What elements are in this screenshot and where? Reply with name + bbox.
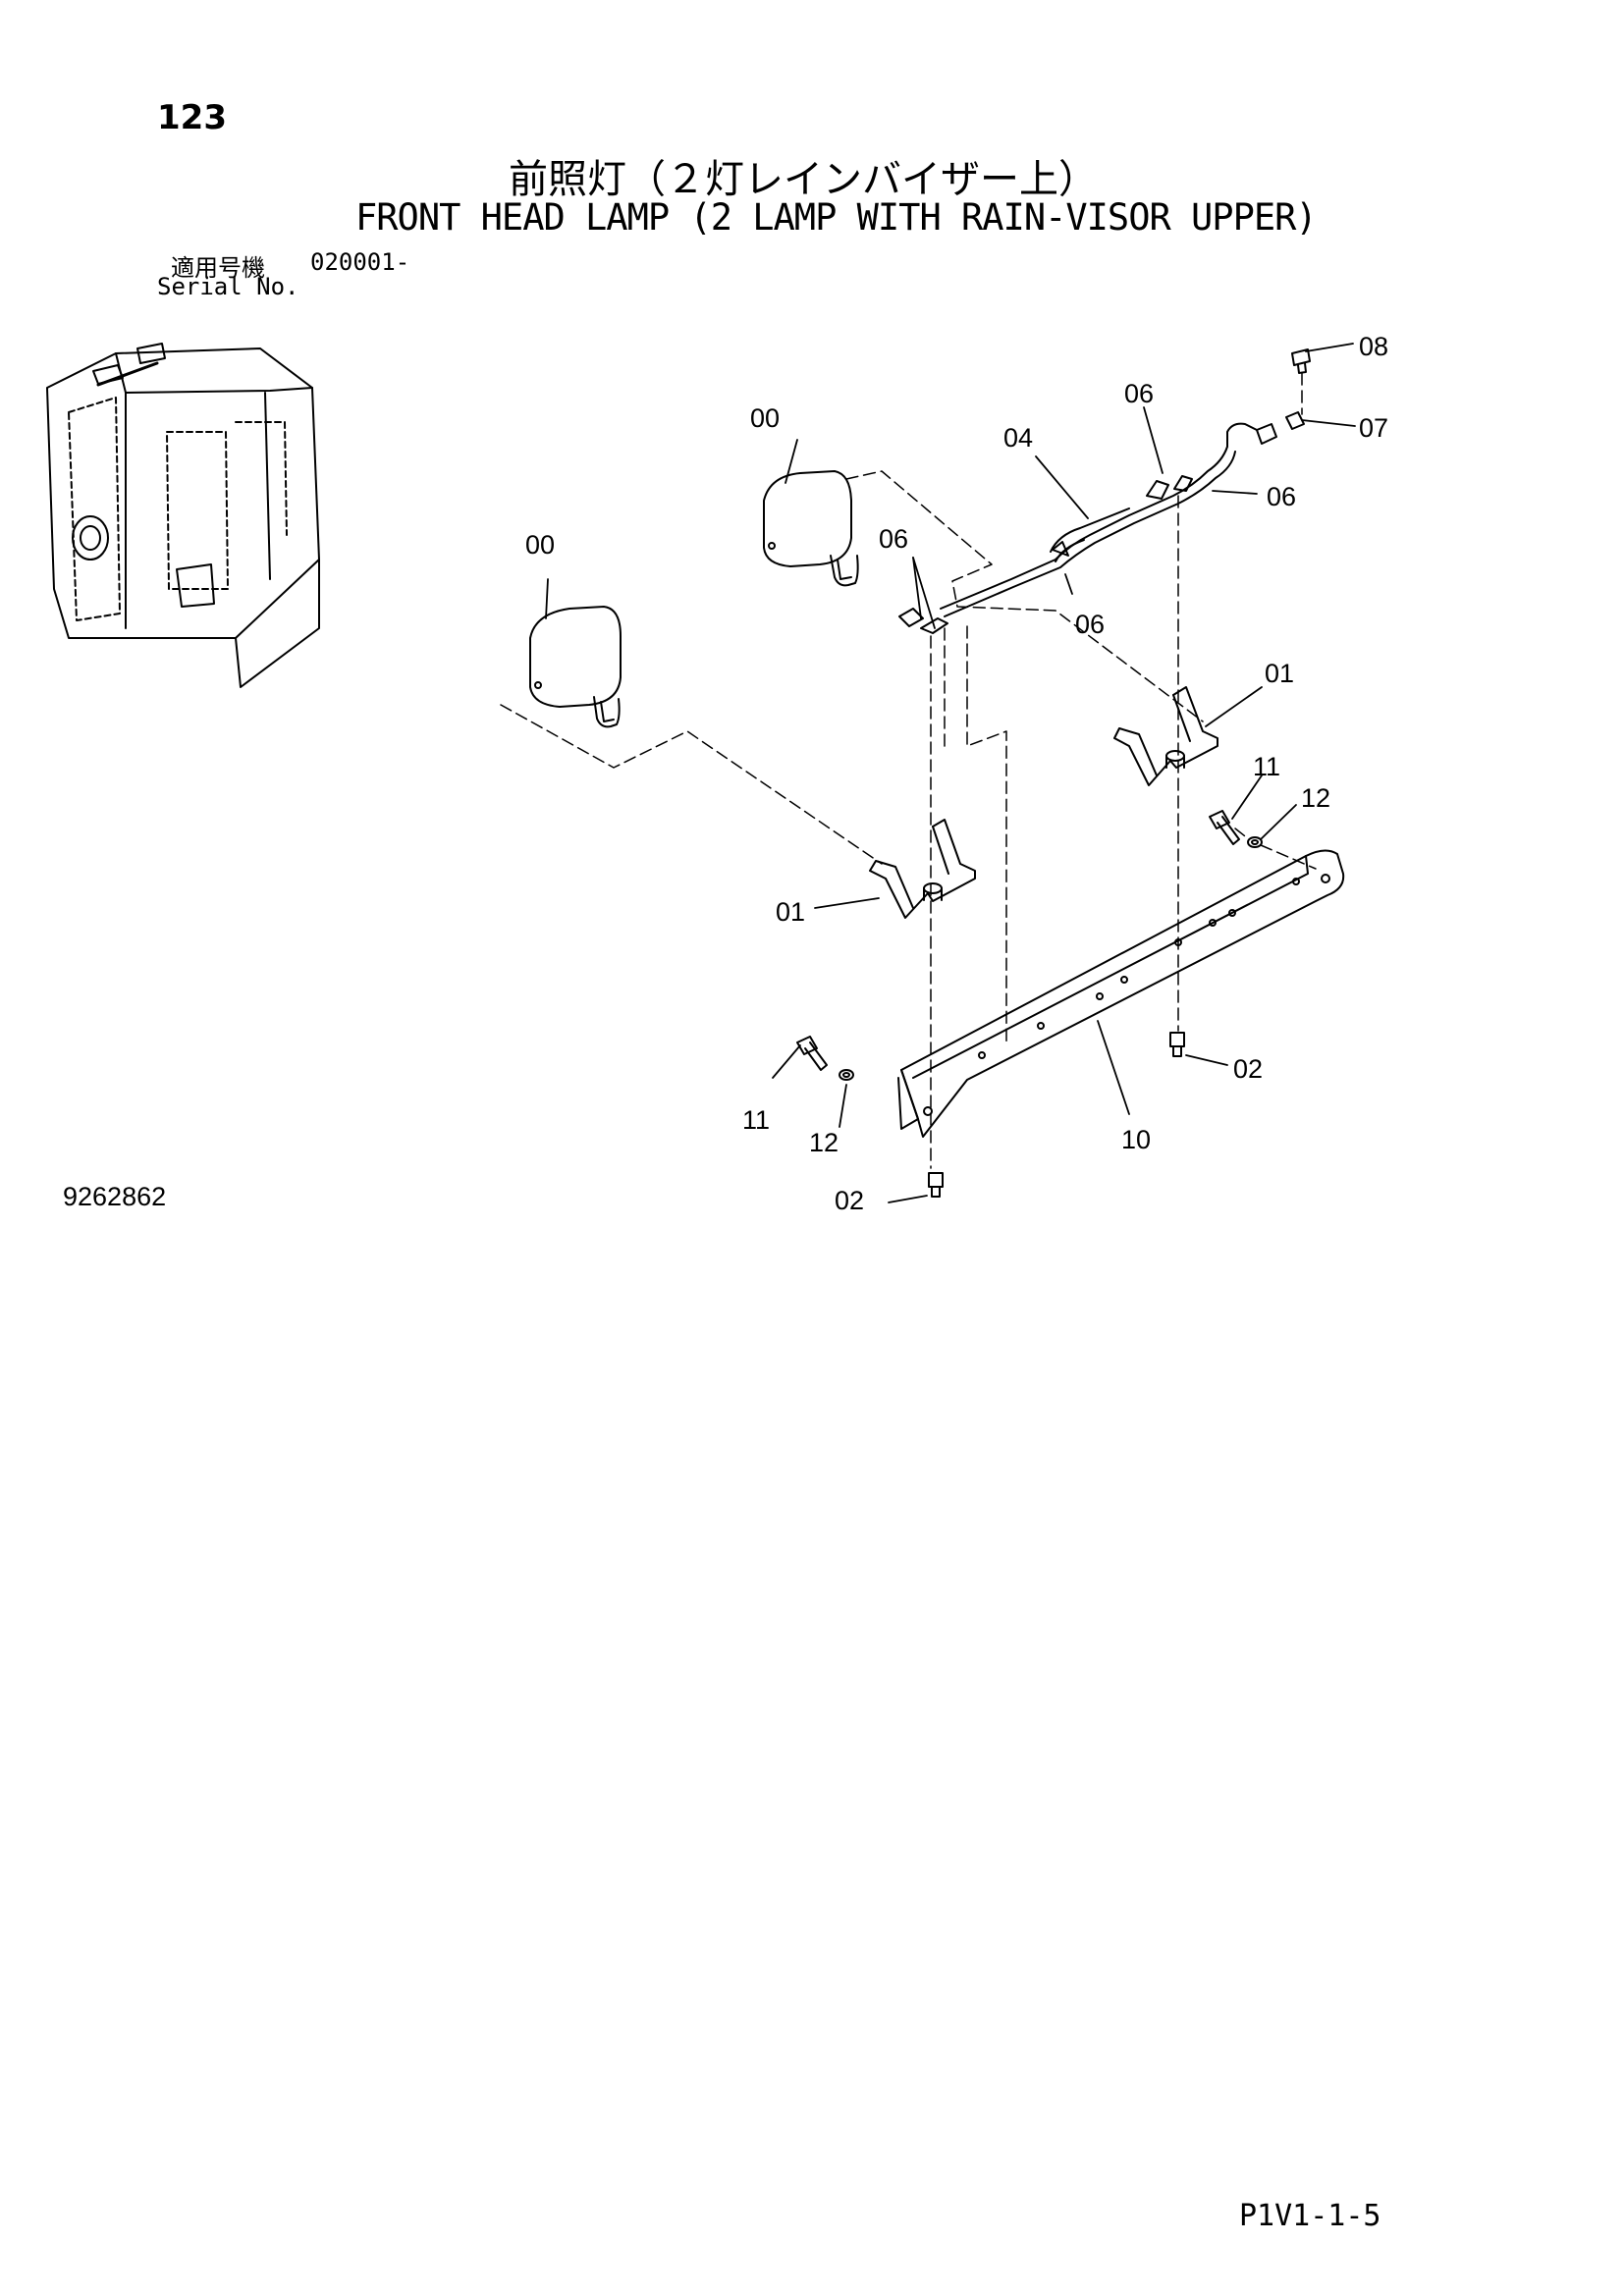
- head-lamp-left: [529, 606, 622, 728]
- callout-00-left-lamp: 00: [525, 530, 555, 560]
- bolt-02-right: [1169, 1032, 1185, 1057]
- callout-12-right: 12: [1301, 783, 1330, 813]
- serial-label-english: Serial No.: [157, 273, 299, 300]
- callout-06-right: 06: [1267, 482, 1296, 511]
- serial-number-value: 020001-: [310, 248, 410, 276]
- cab-thumbnail: [46, 343, 320, 688]
- washer-12-left: [839, 1069, 854, 1081]
- callout-06-top: 06: [1124, 379, 1154, 408]
- callout-leaders: [545, 343, 1356, 1203]
- lamp-bracket-left: [869, 819, 976, 919]
- bolt-02-left: [928, 1172, 944, 1198]
- sheet-code: P1V1-1-5: [1239, 2199, 1381, 2233]
- washer-12-right: [1247, 836, 1263, 848]
- callout-02-right: 02: [1233, 1054, 1263, 1084]
- bolt-11-right: [1209, 810, 1240, 845]
- head-lamp-right: [763, 470, 859, 587]
- callout-10: 10: [1121, 1125, 1151, 1154]
- callout-00-right-lamp: 00: [750, 403, 780, 433]
- callout-12-left: 12: [809, 1128, 839, 1157]
- callout-07: 07: [1359, 413, 1388, 443]
- clip-07: [1285, 411, 1305, 430]
- callout-11-left: 11: [742, 1105, 770, 1135]
- bolt-11-left: [796, 1036, 828, 1071]
- mounting-bar: [897, 849, 1345, 1138]
- page-title-english: FRONT HEAD LAMP (2 LAMP WITH RAIN-VISOR …: [355, 196, 1318, 239]
- page-number: 123: [157, 98, 227, 137]
- callout-04: 04: [1003, 423, 1033, 453]
- assembly-guide-lines: [500, 372, 1317, 1169]
- callout-06-left: 06: [879, 524, 908, 554]
- callout-02-left: 02: [835, 1186, 864, 1215]
- callout-11-right: 11: [1253, 752, 1280, 781]
- callout-08: 08: [1359, 332, 1388, 361]
- callout-01-right: 01: [1265, 659, 1294, 688]
- lamp-bracket-right: [1113, 686, 1218, 786]
- bolt-08: [1291, 348, 1311, 374]
- drawing-number: 9262862: [63, 1182, 167, 1211]
- callout-01-left: 01: [776, 897, 805, 927]
- callout-labels: 08 07 06 06 04 00 00 06 06 01 11 12 01 1…: [525, 332, 1388, 1215]
- callout-06-lower: 06: [1075, 610, 1105, 639]
- page-title-japanese: 前照灯（２灯レインバイザー上）: [509, 157, 1098, 202]
- serial-label-japanese: 適用号機: [171, 254, 265, 282]
- wire-harness: [898, 422, 1277, 634]
